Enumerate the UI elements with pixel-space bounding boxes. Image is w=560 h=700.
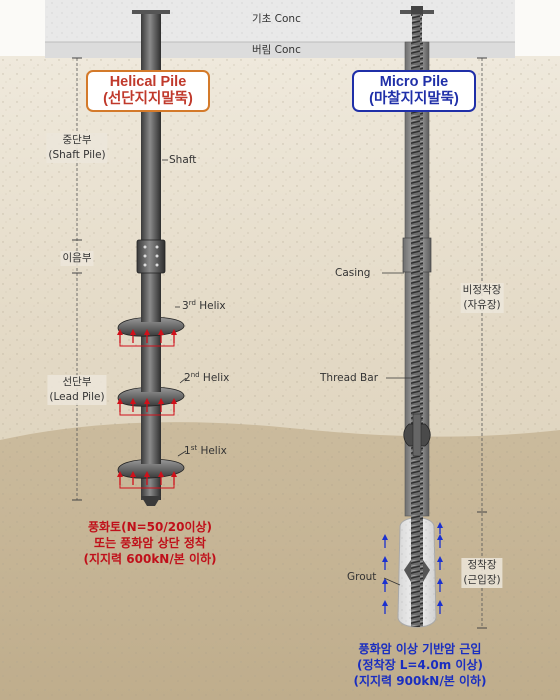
helical-pile bbox=[117, 10, 187, 506]
helix-2-bearing-arrow-head bbox=[144, 398, 150, 404]
friction-arrow-right-head bbox=[437, 578, 443, 584]
helix-2-num: 2 bbox=[184, 372, 191, 384]
helix-3-bearing-arrow-head bbox=[144, 329, 150, 335]
foundation-concrete bbox=[45, 0, 515, 42]
helical-top-plate bbox=[132, 10, 170, 14]
friction-arrow-right-head bbox=[437, 600, 443, 606]
helix-2-text: Helix bbox=[202, 372, 230, 384]
helix-1-sup: st bbox=[190, 444, 198, 452]
helical-dimension-line bbox=[72, 57, 82, 501]
shaft-part-text: 중단부 bbox=[46, 133, 108, 149]
helix-3-bearing-arrow-head bbox=[130, 329, 136, 335]
micro-friction-arrows bbox=[382, 522, 443, 614]
micro-note-line2: (정착장 L=4.0m 이상) bbox=[357, 657, 483, 672]
thread-bar-label: Thread Bar bbox=[320, 372, 379, 384]
helical-coupling bbox=[136, 239, 166, 274]
grout-label: Grout bbox=[347, 571, 377, 583]
helix-1-text: Helix bbox=[200, 445, 227, 457]
helix-1-bearing-arrow-head bbox=[144, 471, 150, 477]
friction-arrow-left-head bbox=[382, 556, 388, 562]
helix-3 bbox=[117, 314, 185, 337]
helix-1-bearing-arrow-head bbox=[158, 471, 164, 477]
joint-part-text: 이음부 bbox=[60, 251, 94, 267]
micro-dimension-line bbox=[477, 57, 487, 629]
free-length-text: 비정착장 bbox=[460, 283, 504, 299]
helix-1-bearing-arrow-head bbox=[130, 471, 136, 477]
helix-2-sup: nd bbox=[190, 371, 200, 379]
friction-arrow-right-head bbox=[437, 534, 443, 540]
helical-note-line1: 풍화토(N=50/20이상) bbox=[87, 520, 213, 534]
friction-arrow-left-head bbox=[382, 578, 388, 584]
shaft-part-en-text: (Shaft Pile) bbox=[46, 148, 108, 164]
helix-2-label: 2nd Helix bbox=[184, 371, 229, 384]
bond-length-label: 정착장 (근입장) bbox=[461, 558, 503, 589]
helix-3-bearing-arrow-head bbox=[171, 329, 177, 335]
bond-length-sub-text: (근입장) bbox=[461, 573, 503, 589]
lead-part-text: 선단부 bbox=[47, 375, 107, 391]
helix-3-bearing-arrow-head bbox=[158, 329, 164, 335]
helical-title-line1: Helical Pile bbox=[109, 74, 187, 90]
lead-part-en-text: (Lead Pile) bbox=[47, 390, 107, 406]
lean-concrete bbox=[45, 42, 515, 58]
micro-pile bbox=[382, 6, 443, 628]
helix-1-label: 1st Helix bbox=[184, 444, 227, 457]
helical-note: 풍화토(N=50/20이상) 또는 풍화암 상단 정착 (지지력 600kN/본… bbox=[83, 520, 216, 567]
helical-bearing-arrows bbox=[117, 329, 177, 489]
shaft-label: Shaft bbox=[169, 154, 197, 166]
helix-1-num: 1 bbox=[184, 445, 191, 457]
free-length-sub-text: (자유장) bbox=[460, 298, 504, 314]
shaft-part-label: 중단부 (Shaft Pile) bbox=[46, 133, 108, 164]
helical-pile-title: Helical Pile (선단지지말뚝) bbox=[86, 70, 210, 113]
lean-concrete-label: 버림 Conc bbox=[252, 44, 301, 56]
helix-1-bearing-arrow-head bbox=[171, 471, 177, 477]
helix-3-bearing-arrow-head bbox=[117, 329, 123, 335]
helix-3-num: 3 bbox=[182, 300, 189, 312]
micro-pile-title: Micro Pile (마찰지지말뚝) bbox=[352, 70, 476, 113]
foundation-concrete-label: 기초 Conc bbox=[252, 13, 301, 25]
helix-2-bearing-arrow-head bbox=[130, 398, 136, 404]
friction-arrow-left-head bbox=[382, 600, 388, 606]
micro-note-line1: 풍화암 이상 기반암 근입 bbox=[358, 642, 482, 656]
helix-1-bearing-arrow-head bbox=[117, 471, 123, 477]
helix-2-bearing-arrow-head bbox=[158, 398, 164, 404]
helical-note-line3: (지지력 600kN/본 이하) bbox=[83, 551, 217, 566]
bond-length-text: 정착장 bbox=[461, 558, 503, 574]
helix-3-text: Helix bbox=[199, 300, 226, 312]
micro-note-line3: (지지력 900kN/본 이하) bbox=[353, 673, 487, 688]
helix-3-sup: rd bbox=[188, 299, 196, 307]
micro-title-line1: Micro Pile bbox=[379, 74, 449, 90]
helix-1 bbox=[117, 456, 185, 479]
thread-bar bbox=[411, 42, 423, 627]
helix-1-bearing-bracket bbox=[119, 485, 175, 489]
lead-part-label: 선단부 (Lead Pile) bbox=[47, 375, 107, 406]
friction-arrow-right-head bbox=[437, 556, 443, 562]
helix-2-bearing-bracket bbox=[119, 412, 175, 416]
friction-arrow-right-head bbox=[437, 522, 443, 528]
helix-2-bearing-arrow-head bbox=[171, 398, 177, 404]
helix-3-label: 3rd Helix bbox=[182, 299, 226, 312]
casing-label: Casing bbox=[335, 267, 371, 279]
helical-note-line2: 또는 풍화암 상단 정착 bbox=[94, 535, 206, 550]
joint-part-label: 이음부 bbox=[60, 251, 94, 267]
helix-2-bearing-arrow-head bbox=[117, 398, 123, 404]
micro-title-line2: (마찰지지말뚝) bbox=[369, 91, 459, 108]
helical-title-line2: (선단지지말뚝) bbox=[103, 91, 193, 108]
friction-arrow-left-head bbox=[382, 534, 388, 540]
micro-note: 풍화암 이상 기반암 근입 (정착장 L=4.0m 이상) (지지력 900kN… bbox=[353, 642, 486, 689]
helix-3-bearing-bracket bbox=[119, 343, 175, 347]
free-length-label: 비정착장 (자유장) bbox=[460, 283, 504, 314]
